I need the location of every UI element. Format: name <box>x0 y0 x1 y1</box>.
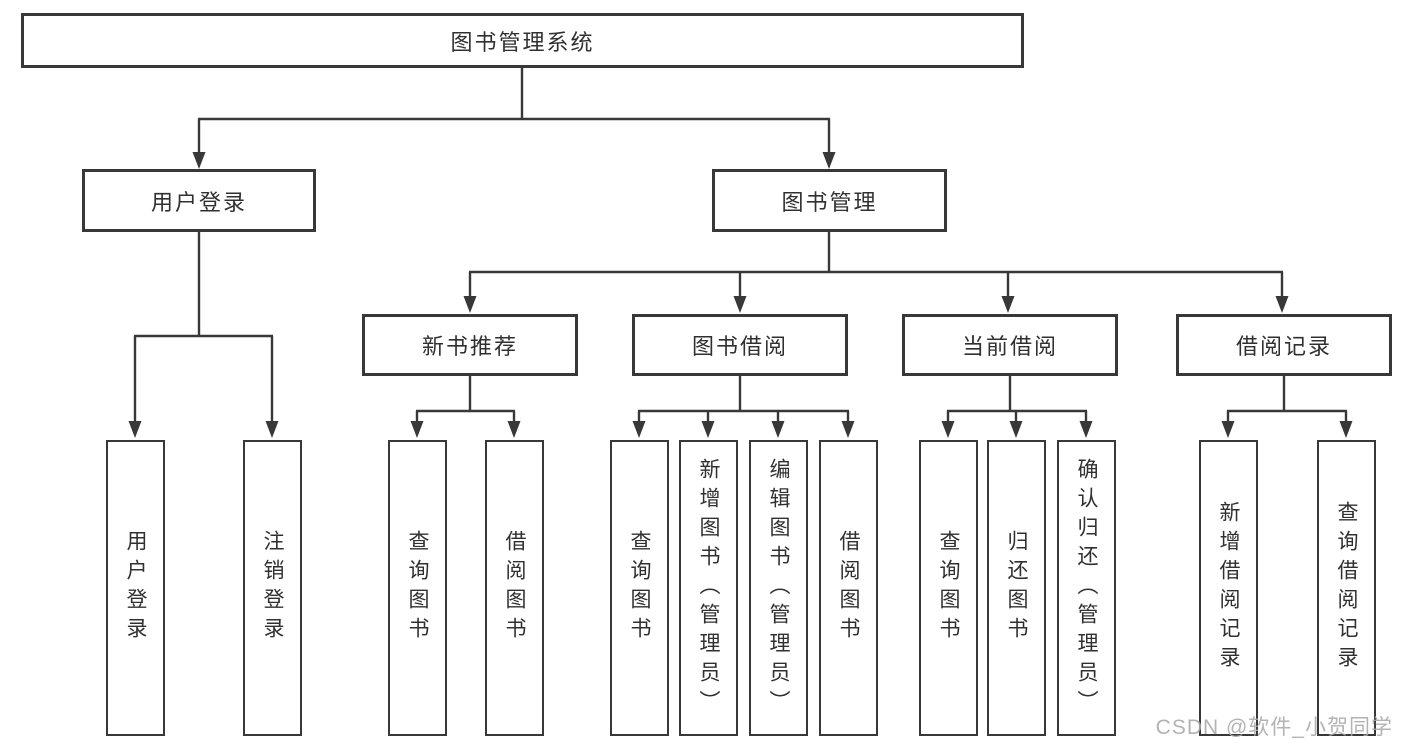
node-current-borrow: 当前借阅 <box>902 314 1118 376</box>
node-label: 图书借阅 <box>691 334 788 359</box>
node-user-login: 用户登录 <box>82 169 316 232</box>
node-label: 图书管理 <box>781 189 878 215</box>
leaf-label: 用户登录 <box>124 530 147 646</box>
leaf-label: 借阅图书 <box>503 530 526 646</box>
leaf-label: 注销登录 <box>261 530 284 646</box>
node-label: 新书推荐 <box>421 334 518 359</box>
leaf-label: 新增借阅记录 <box>1217 501 1240 675</box>
node-label: 图书管理系统 <box>450 29 595 55</box>
leaf-record-query-borrow-record: 查询借阅记录 <box>1317 440 1376 736</box>
leaf-label: 新增图书（管理员） <box>697 457 720 719</box>
leaf-current-query-book: 查询图书 <box>919 440 978 736</box>
leaf-label: 查询借阅记录 <box>1335 501 1358 675</box>
node-library-management-system: 图书管理系统 <box>21 13 1024 68</box>
leaf-user-login: 用户登录 <box>106 440 165 736</box>
node-book-management: 图书管理 <box>712 169 947 232</box>
leaf-borrow-add-book-admin: 新增图书（管理员） <box>679 440 738 736</box>
leaf-borrow-borrow-book: 借阅图书 <box>819 440 878 736</box>
leaf-label: 查询图书 <box>406 530 429 646</box>
node-label: 用户登录 <box>150 189 247 215</box>
csdn-watermark: CSDN @软件_小贺同学 <box>1155 716 1393 739</box>
leaf-label: 借阅图书 <box>837 530 860 646</box>
leaf-label: 查询图书 <box>937 530 960 646</box>
node-book-borrow: 图书借阅 <box>632 314 848 376</box>
leaf-label: 确认归还（管理员） <box>1075 457 1098 719</box>
leaf-record-add-borrow-record: 新增借阅记录 <box>1199 440 1258 736</box>
leaf-current-confirm-return-admin: 确认归还（管理员） <box>1057 440 1116 736</box>
leaf-borrow-edit-book-admin: 编辑图书（管理员） <box>749 440 808 736</box>
leaf-label: 归还图书 <box>1005 530 1028 646</box>
node-borrow-record: 借阅记录 <box>1176 314 1392 376</box>
node-label: 借阅记录 <box>1235 334 1332 359</box>
node-new-book-recommend: 新书推荐 <box>362 314 578 376</box>
leaf-recommend-borrow-book: 借阅图书 <box>485 440 544 736</box>
leaf-label: 查询图书 <box>628 530 651 646</box>
node-label: 当前借阅 <box>961 334 1058 359</box>
leaf-label: 编辑图书（管理员） <box>767 457 790 719</box>
leaf-logout: 注销登录 <box>243 440 302 736</box>
leaf-current-return-book: 归还图书 <box>987 440 1046 736</box>
leaf-borrow-query-book: 查询图书 <box>610 440 669 736</box>
arrowheads <box>128 152 1353 438</box>
leaf-recommend-query-book: 查询图书 <box>388 440 447 736</box>
